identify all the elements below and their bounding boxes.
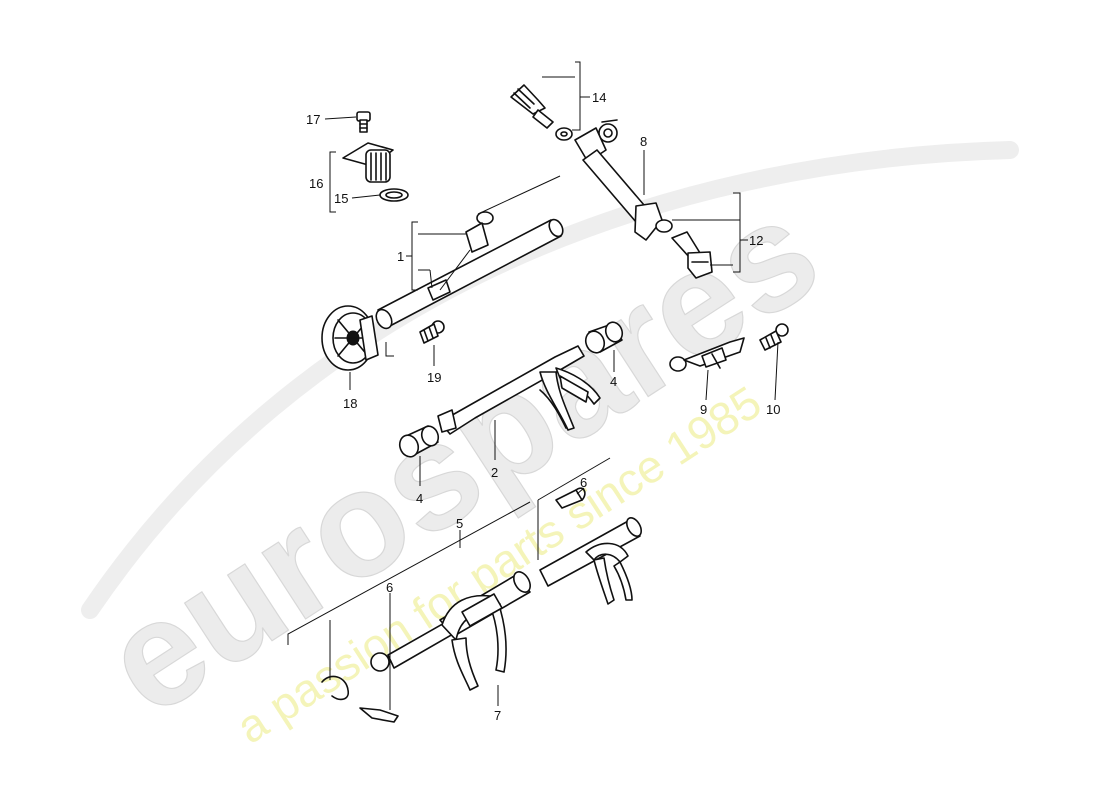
part-4-bushing-upper (584, 321, 624, 354)
part-5-end-fork (585, 542, 633, 605)
callouts: 17 16 15 14 8 12 1 18 19 4 9 10 2 4 5 6 … (306, 90, 780, 723)
part-19-bolt (419, 320, 445, 344)
callout-16: 16 (309, 176, 323, 191)
part-8-shaft (574, 119, 663, 241)
part-9-fork (669, 337, 745, 372)
callout-1: 1 (397, 249, 404, 264)
callout-4-lower: 4 (416, 491, 423, 506)
part-7-main-fork (441, 593, 507, 691)
callout-19: 19 (427, 370, 441, 385)
callout-12: 12 (749, 233, 763, 248)
callout-10: 10 (766, 402, 780, 417)
callout-15: 15 (334, 191, 348, 206)
part-17-screw (356, 111, 371, 133)
callout-5: 5 (456, 516, 463, 531)
part-2-selector-fork (437, 345, 601, 435)
part-1-shift-rod (375, 211, 564, 330)
part-14-pin (510, 84, 573, 141)
part-4-bushing-lower (398, 425, 440, 458)
callout-17: 17 (306, 112, 320, 127)
callout-18: 18 (343, 396, 357, 411)
part-12-pin (655, 219, 713, 279)
leader-lines (287, 61, 779, 710)
callout-14: 14 (592, 90, 606, 105)
part-18-roller (321, 305, 379, 371)
part-6-clip-left (321, 675, 399, 723)
callout-4-upper: 4 (610, 374, 617, 389)
callout-6-right: 6 (580, 475, 587, 490)
callout-2: 2 (491, 465, 498, 480)
callout-7: 7 (494, 708, 501, 723)
part-6-clip-right (555, 487, 586, 509)
callout-9: 9 (700, 402, 707, 417)
part-15-seal (379, 188, 409, 202)
part-10-bolt (759, 323, 789, 351)
part-16-bearing (342, 142, 394, 183)
callout-8: 8 (640, 134, 647, 149)
callout-6-left: 6 (386, 580, 393, 595)
